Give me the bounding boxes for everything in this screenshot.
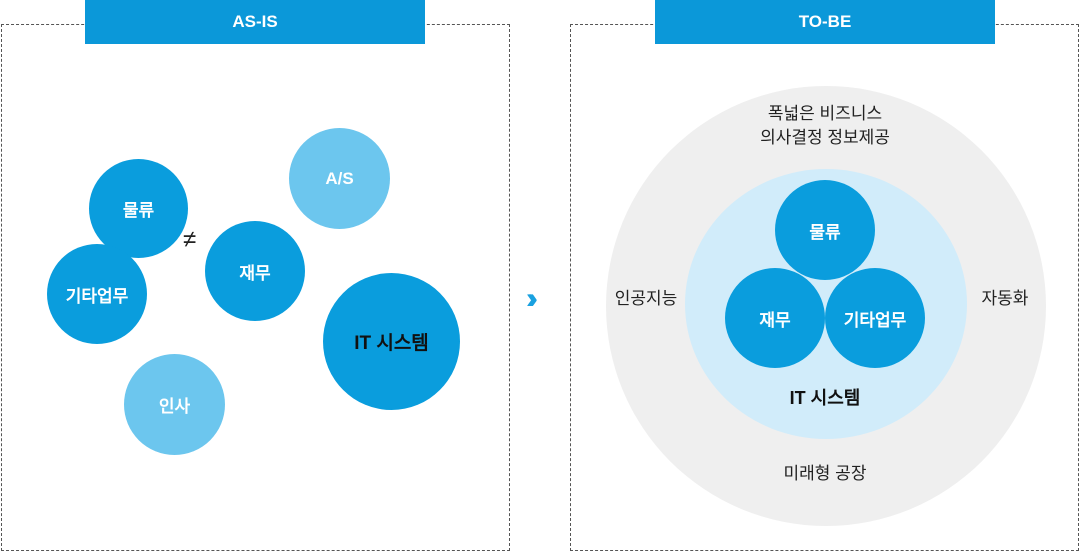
to-be-header: TO-BE xyxy=(655,0,995,44)
outer-right-label: 자동화 xyxy=(981,289,1029,308)
as-is-other-work-circle: 기타업무 xyxy=(47,244,147,344)
to-be-finance-circle: 재무 xyxy=(725,268,825,368)
as-is-it-system-circle: IT 시스템 xyxy=(323,273,460,410)
to-be-it-system-label: IT 시스템 xyxy=(789,388,861,408)
outer-bottom-label: 미래형 공장 xyxy=(783,464,867,483)
as-is-logistics-circle: 물류 xyxy=(89,159,188,258)
as-is-service-circle: A/S xyxy=(289,128,390,229)
transition-arrow-icon: ›› xyxy=(526,282,538,315)
not-equal-symbol: ≠ xyxy=(183,226,197,253)
to-be-logistics-circle: 물류 xyxy=(775,180,875,280)
outer-top-label: 폭넓은 비즈니스 의사결정 정보제공 xyxy=(760,104,890,147)
outer-left-label: 인공지능 xyxy=(614,289,678,308)
as-is-header: AS-IS xyxy=(85,0,425,44)
as-is-finance-circle: 재무 xyxy=(205,221,305,321)
as-is-hr-circle: 인사 xyxy=(124,354,225,455)
to-be-other-work-circle: 기타업무 xyxy=(825,268,925,368)
